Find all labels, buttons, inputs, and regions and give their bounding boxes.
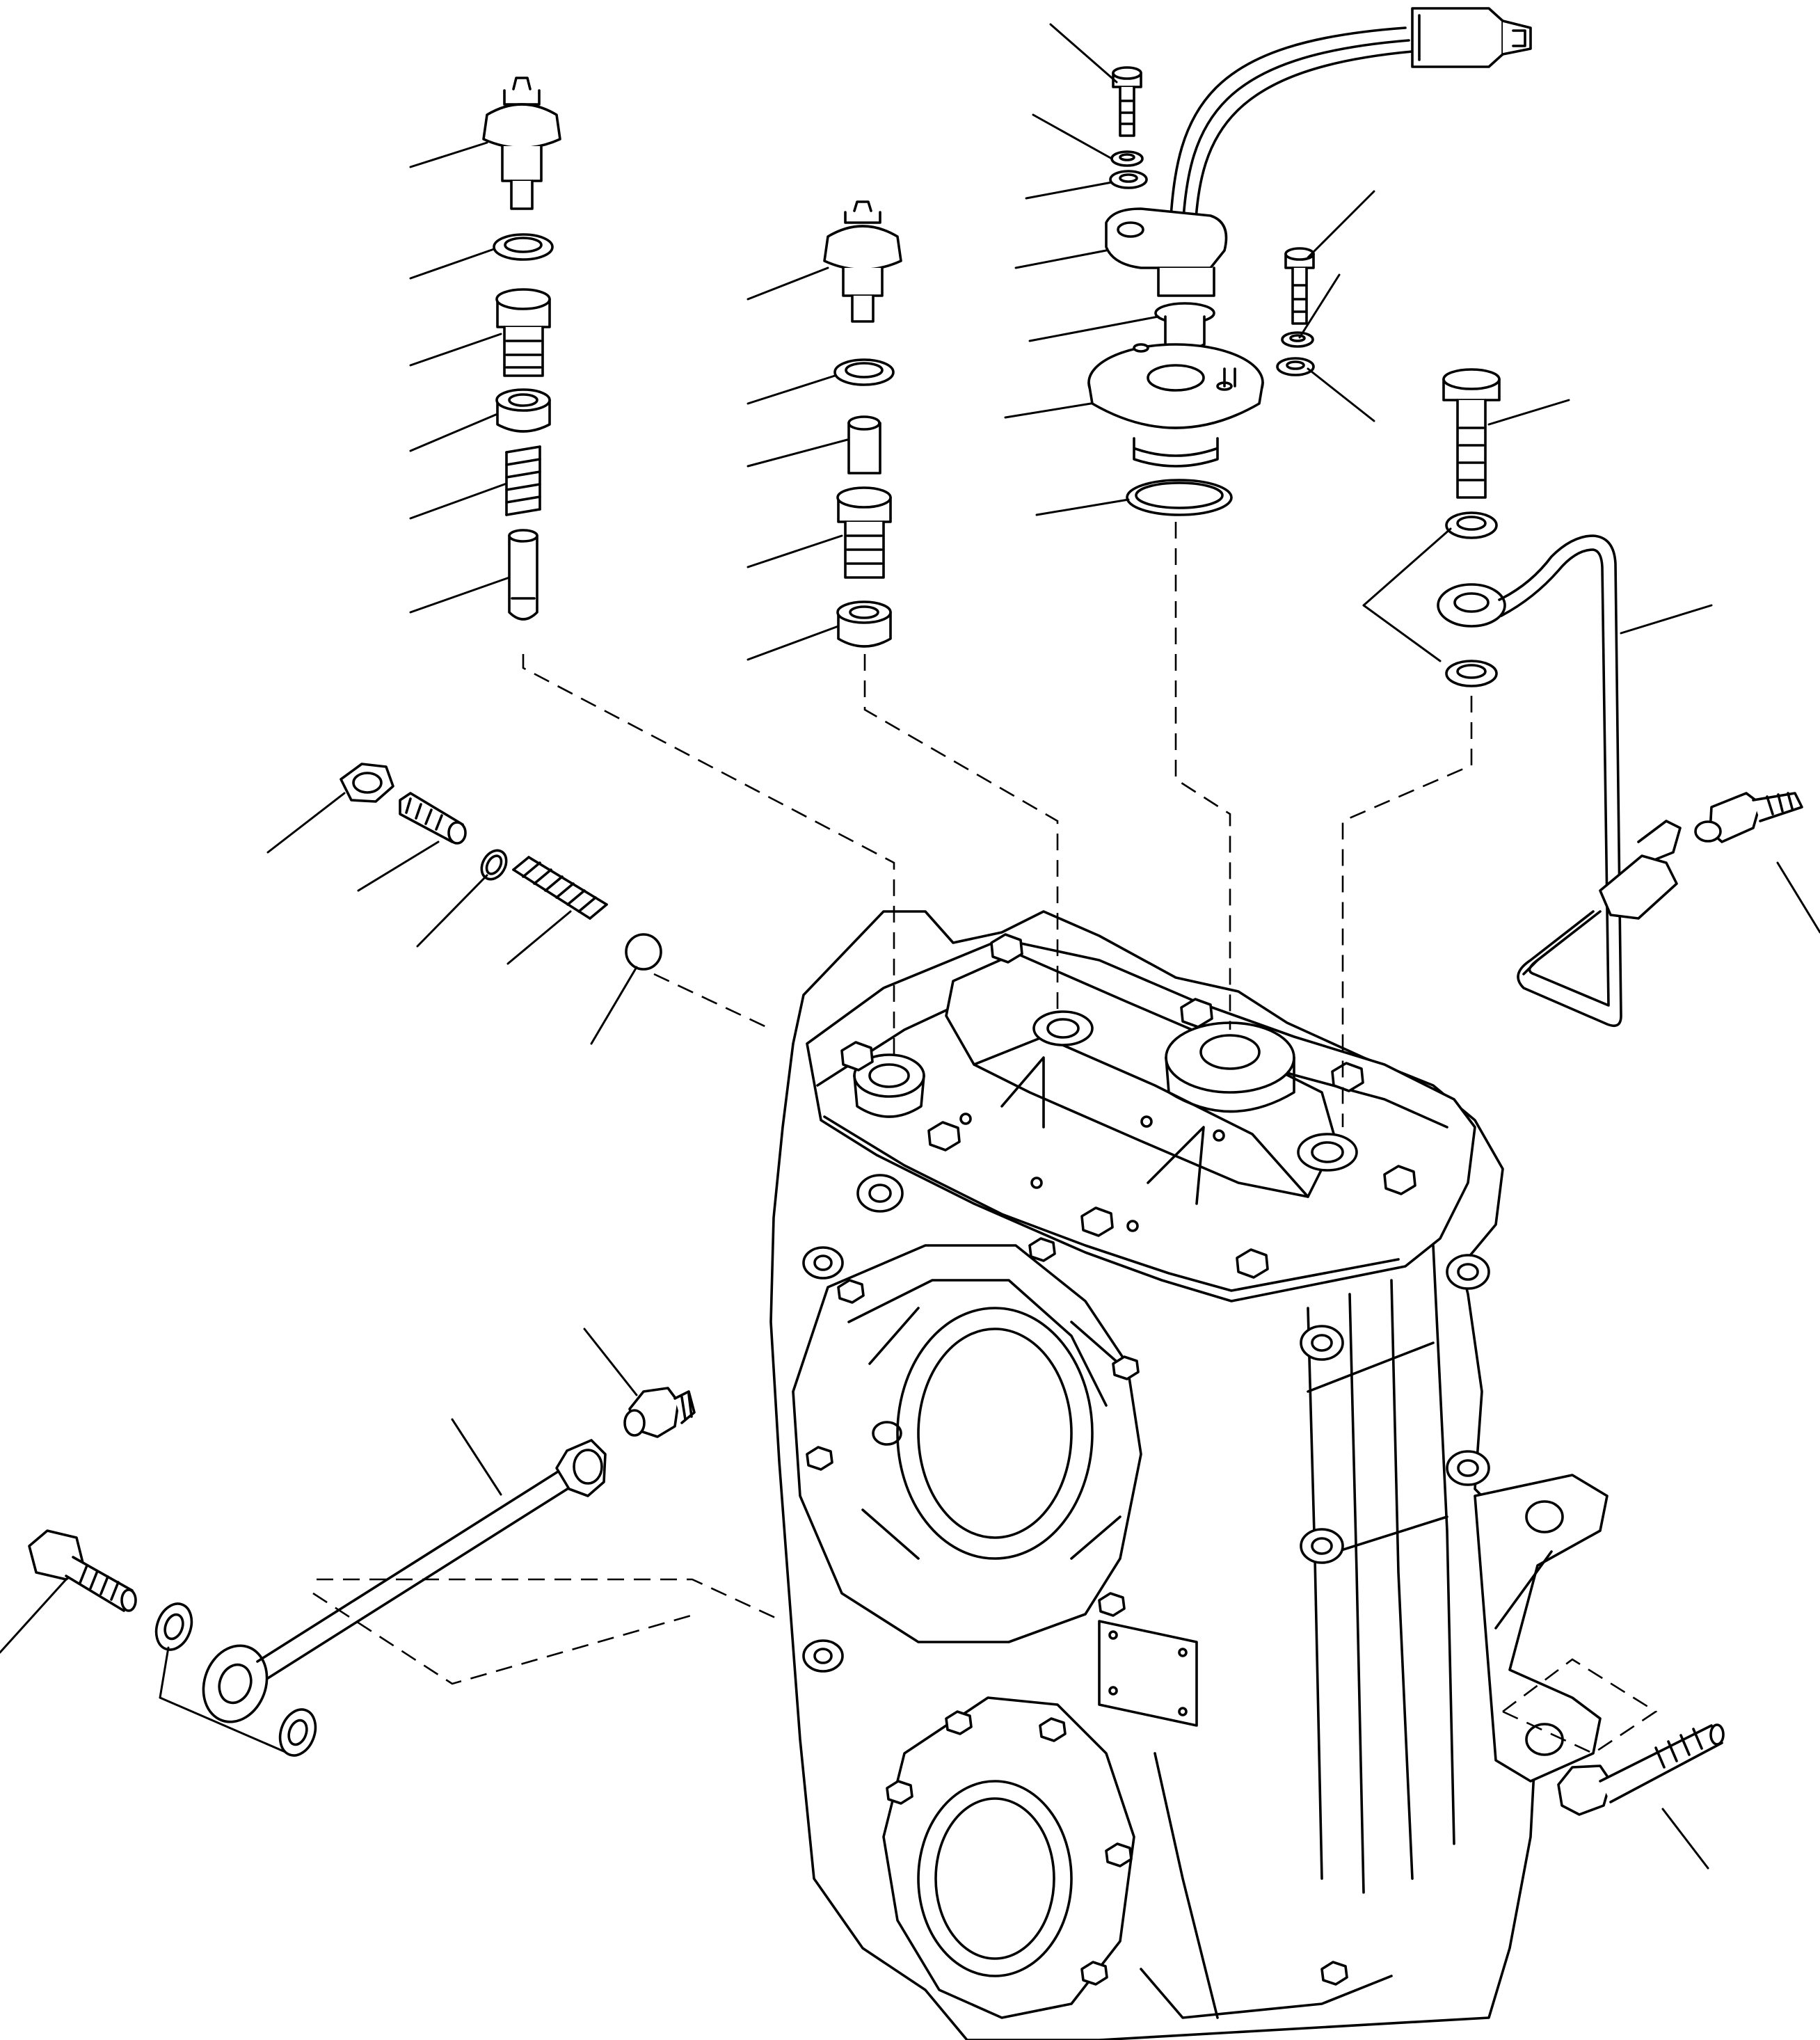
oil-pipe-upper-right bbox=[1437, 368, 1803, 1028]
callout-leader-lines bbox=[0, 23, 1820, 1870]
leader-line bbox=[159, 1646, 170, 1699]
copper-washer-lower-b bbox=[278, 1708, 317, 1757]
sealing-washer-center bbox=[833, 358, 895, 386]
leader-line bbox=[1307, 367, 1375, 422]
sensor-o-ring bbox=[1154, 302, 1215, 351]
flange-bolt bbox=[1284, 247, 1315, 325]
leader-line bbox=[409, 576, 511, 614]
leader-line bbox=[409, 413, 499, 452]
relief-cap-nut bbox=[340, 763, 394, 803]
leader-line bbox=[747, 534, 843, 568]
plunger-center bbox=[847, 415, 881, 475]
leader-line bbox=[1307, 190, 1375, 259]
sensor-connector bbox=[1411, 7, 1532, 68]
assembly-centerlines bbox=[312, 522, 1658, 1755]
leader-line bbox=[357, 840, 440, 892]
leader-line bbox=[1025, 181, 1113, 200]
leader-line bbox=[747, 266, 829, 301]
leader-line bbox=[1049, 23, 1118, 83]
leader-line bbox=[1620, 604, 1713, 635]
valve-plunger-left bbox=[508, 529, 538, 621]
leader-line bbox=[409, 248, 495, 280]
relief-o-ring bbox=[480, 849, 508, 881]
leader-line bbox=[747, 438, 849, 468]
leader-line bbox=[1004, 402, 1092, 419]
leader-line bbox=[409, 333, 502, 367]
pipe-fitting-upper-right bbox=[1599, 792, 1803, 920]
pressure-switch-left bbox=[482, 77, 561, 210]
leader-line bbox=[0, 1578, 67, 1654]
sensor-cable bbox=[1169, 26, 1414, 231]
relief-valve-stack bbox=[340, 763, 662, 971]
leader-line bbox=[266, 792, 346, 854]
leader-line bbox=[1032, 113, 1113, 160]
banjo-eye-lower bbox=[202, 1644, 269, 1723]
sensor-retaining-plate bbox=[1105, 207, 1228, 297]
flange-bolt-washers bbox=[1276, 331, 1315, 376]
leader-line bbox=[1487, 399, 1570, 426]
copper-washer-lower-a bbox=[154, 1602, 193, 1651]
leader-line bbox=[1362, 604, 1442, 662]
plate-bolt-washers bbox=[1109, 150, 1148, 189]
relief-spring bbox=[512, 856, 608, 920]
pressure-switch-stack-left bbox=[482, 77, 561, 621]
leader-line bbox=[1014, 249, 1108, 269]
speed-sensor-assembly bbox=[1087, 7, 1532, 516]
copper-washer-upper-b bbox=[1445, 660, 1498, 687]
leader-line bbox=[409, 141, 488, 168]
plate-bolt bbox=[1112, 66, 1142, 137]
banjo-eye-upper bbox=[1437, 583, 1506, 628]
transmission-housing bbox=[769, 910, 1609, 2040]
sealing-washer-left bbox=[493, 233, 554, 261]
copper-washer-upper-a bbox=[1445, 511, 1498, 539]
leader-line bbox=[1362, 527, 1452, 607]
leader-line bbox=[583, 1328, 638, 1396]
spring-left bbox=[505, 445, 541, 516]
banjo-bolt-upper bbox=[1442, 368, 1501, 499]
leader-line bbox=[416, 874, 488, 948]
oil-pipe-tube-lower bbox=[256, 1467, 575, 1680]
pipe-fitting-lower bbox=[623, 1387, 696, 1438]
oil-pipe-lower-left bbox=[28, 1387, 696, 1757]
banjo-bolt-lower bbox=[28, 1529, 137, 1612]
leader-line bbox=[747, 625, 840, 661]
adapter-fitting-center bbox=[836, 486, 892, 579]
flange-o-ring bbox=[1126, 479, 1233, 516]
leader-line bbox=[590, 966, 638, 1045]
mounting-bolt-lower-right bbox=[1557, 1723, 1725, 1816]
sensor-housing-flange bbox=[1087, 343, 1264, 468]
relief-adjusting-screw bbox=[399, 792, 467, 845]
leader-line bbox=[1028, 315, 1160, 342]
nut-left bbox=[495, 388, 551, 433]
leader-line bbox=[747, 374, 836, 405]
adapter-fitting-left bbox=[495, 288, 551, 377]
leader-line bbox=[1035, 498, 1130, 516]
leader-line bbox=[159, 1696, 287, 1753]
pressure-switch-center bbox=[823, 200, 902, 323]
nut-center bbox=[836, 600, 892, 648]
leader-line bbox=[1661, 1808, 1709, 1870]
leader-line bbox=[1776, 861, 1820, 934]
relief-ball bbox=[625, 933, 662, 971]
leader-line bbox=[506, 910, 572, 965]
leader-line bbox=[1298, 273, 1341, 339]
leader-line bbox=[409, 482, 508, 520]
pressure-switch-stack-center bbox=[823, 200, 902, 648]
pipe-nut-lower bbox=[555, 1439, 607, 1497]
oil-pipe-tube-upper bbox=[1498, 534, 1622, 1028]
leader-line bbox=[451, 1418, 502, 1496]
